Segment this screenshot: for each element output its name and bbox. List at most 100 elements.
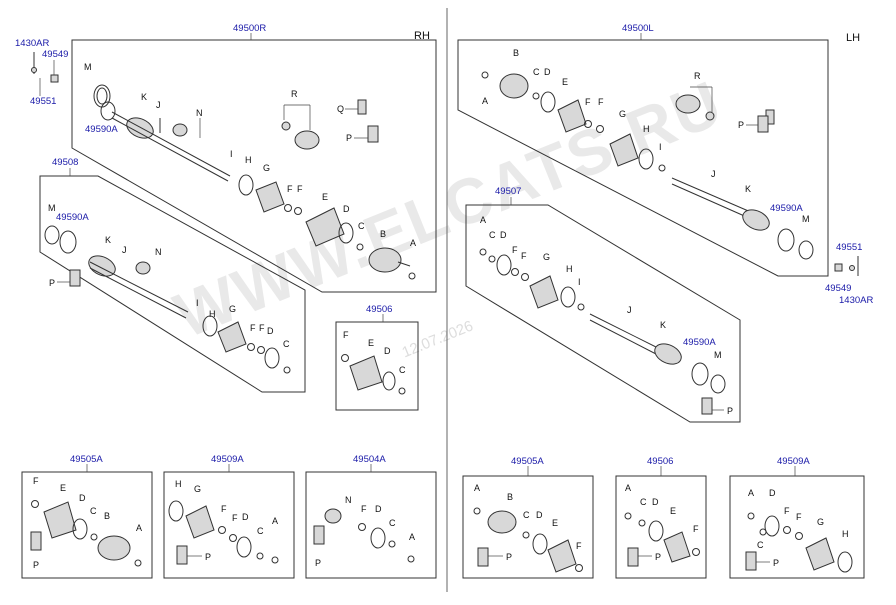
svg-text:E: E bbox=[562, 77, 568, 87]
pn-kit-rh-3: 49504A bbox=[353, 454, 386, 465]
rh-kit-box-3 bbox=[305, 471, 437, 579]
svg-text:P: P bbox=[33, 560, 39, 570]
svg-text:M: M bbox=[48, 203, 56, 213]
rh-kit-outline bbox=[335, 321, 419, 411]
svg-text:H: H bbox=[209, 309, 216, 319]
svg-text:D: D bbox=[267, 326, 274, 336]
svg-text:K: K bbox=[745, 184, 751, 194]
svg-text:H: H bbox=[245, 155, 252, 165]
svg-text:C: C bbox=[358, 221, 365, 231]
svg-text:F: F bbox=[232, 513, 238, 523]
svg-text:F: F bbox=[33, 476, 39, 486]
svg-text:P: P bbox=[727, 406, 733, 416]
pn-damper-rh: 49590A bbox=[85, 124, 118, 135]
svg-text:N: N bbox=[345, 495, 352, 505]
svg-text:I: I bbox=[230, 149, 233, 159]
svg-text:G: G bbox=[263, 163, 270, 173]
svg-text:R: R bbox=[694, 71, 701, 81]
svg-text:P: P bbox=[49, 278, 55, 288]
boot-g-icon bbox=[255, 181, 285, 213]
svg-text:Q: Q bbox=[337, 104, 344, 114]
lh-kit-box-3 bbox=[729, 475, 865, 579]
rh-inner-outline bbox=[39, 175, 306, 393]
svg-text:F: F bbox=[287, 184, 293, 194]
svg-text:A: A bbox=[136, 523, 142, 533]
svg-text:F: F bbox=[693, 524, 699, 534]
svg-text:P: P bbox=[738, 120, 744, 130]
svg-text:F: F bbox=[585, 97, 591, 107]
svg-text:A: A bbox=[480, 215, 486, 225]
svg-text:A: A bbox=[482, 96, 488, 106]
svg-text:F: F bbox=[512, 245, 518, 255]
svg-text:C: C bbox=[399, 365, 406, 375]
pn-kit-lh-1: 49505A bbox=[511, 456, 544, 467]
svg-text:I: I bbox=[659, 142, 662, 152]
svg-text:F: F bbox=[784, 506, 790, 516]
outer-joint-k-icon bbox=[126, 117, 154, 139]
svg-text:D: D bbox=[652, 497, 659, 507]
clip-q-icon bbox=[357, 99, 367, 115]
svg-text:D: D bbox=[500, 230, 507, 240]
svg-text:C: C bbox=[489, 230, 496, 240]
svg-text:A: A bbox=[625, 483, 631, 493]
svg-text:D: D bbox=[536, 510, 543, 520]
svg-text:F: F bbox=[361, 504, 367, 514]
pn-kit-lh-2: 49506 bbox=[647, 456, 673, 467]
svg-text:N: N bbox=[155, 247, 162, 257]
svg-text:P: P bbox=[506, 552, 512, 562]
pn-damper-lh2: 49590A bbox=[683, 337, 716, 348]
svg-text:F: F bbox=[576, 541, 582, 551]
svg-text:H: H bbox=[842, 529, 849, 539]
svg-text:H: H bbox=[643, 124, 650, 134]
svg-text:A: A bbox=[748, 488, 754, 498]
svg-text:M: M bbox=[714, 350, 722, 360]
svg-text:G: G bbox=[229, 304, 236, 314]
svg-text:P: P bbox=[346, 133, 352, 143]
svg-text:K: K bbox=[660, 320, 666, 330]
svg-text:C: C bbox=[257, 526, 264, 536]
svg-text:A: A bbox=[474, 483, 480, 493]
tripod-r-icon bbox=[294, 130, 320, 150]
svg-text:K: K bbox=[105, 235, 111, 245]
svg-text:E: E bbox=[552, 518, 558, 528]
svg-text:P: P bbox=[315, 558, 321, 568]
svg-text:P: P bbox=[205, 552, 211, 562]
svg-text:C: C bbox=[90, 506, 97, 516]
inner-joint-b-icon bbox=[368, 247, 402, 273]
svg-text:C: C bbox=[533, 67, 540, 77]
svg-text:N: N bbox=[196, 108, 203, 118]
pn-washer-lh: 49549 bbox=[825, 283, 851, 294]
svg-text:D: D bbox=[375, 504, 382, 514]
svg-text:I: I bbox=[196, 298, 199, 308]
watermark: WWW.ELCATS.RU bbox=[165, 67, 732, 352]
lh-assy-outline bbox=[457, 39, 829, 277]
svg-text:J: J bbox=[627, 305, 632, 315]
svg-text:P: P bbox=[773, 558, 779, 568]
svg-text:G: G bbox=[619, 109, 626, 119]
svg-text:F: F bbox=[250, 323, 256, 333]
svg-text:C: C bbox=[640, 497, 647, 507]
svg-text:G: G bbox=[543, 252, 550, 262]
svg-text:F: F bbox=[598, 97, 604, 107]
svg-text:B: B bbox=[380, 229, 386, 239]
svg-text:D: D bbox=[79, 493, 86, 503]
svg-text:D: D bbox=[544, 67, 551, 77]
pn-washer-rh: 49549 bbox=[42, 49, 68, 60]
svg-text:F: F bbox=[259, 323, 265, 333]
svg-text:C: C bbox=[757, 540, 764, 550]
svg-text:J: J bbox=[122, 245, 127, 255]
pn-lh-assy: 49500L bbox=[622, 23, 654, 34]
svg-text:C: C bbox=[523, 510, 530, 520]
svg-text:C: C bbox=[283, 339, 290, 349]
pn-damper-lh: 49590A bbox=[770, 203, 803, 214]
pn-pin-rh: 49551 bbox=[30, 96, 56, 107]
svg-text:C: C bbox=[389, 518, 396, 528]
drive-shaft-icon bbox=[111, 111, 231, 177]
watermark-date: 12.07.2026 bbox=[400, 317, 476, 361]
svg-text:G: G bbox=[817, 517, 824, 527]
svg-text:H: H bbox=[566, 264, 573, 274]
grease-p-icon bbox=[367, 125, 379, 143]
svg-text:F: F bbox=[297, 184, 303, 194]
